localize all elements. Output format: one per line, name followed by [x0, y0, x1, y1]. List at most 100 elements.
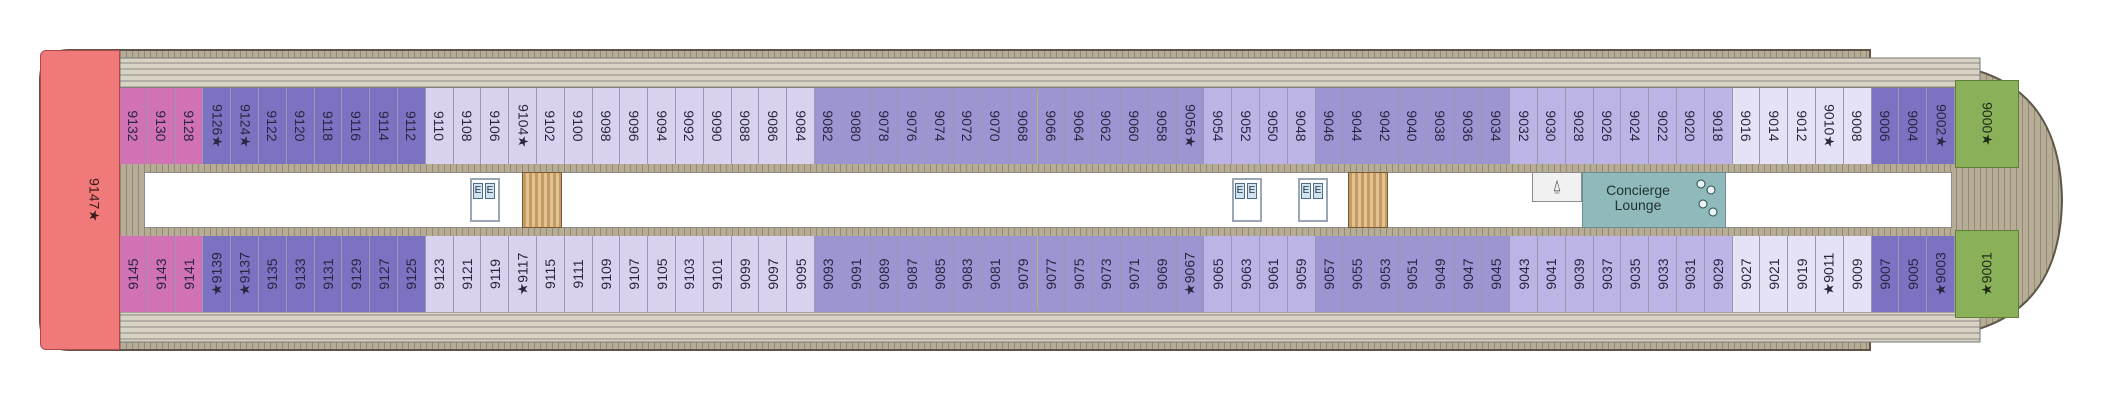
cabin[interactable]: 9068 [1009, 88, 1038, 164]
cabin[interactable]: 9083 [954, 236, 982, 312]
cabin[interactable]: 9010★ [1815, 88, 1844, 164]
cabin[interactable]: 9123 [425, 236, 454, 312]
cabin[interactable]: 9055 [1343, 236, 1372, 312]
cabin[interactable]: 9111 [564, 236, 593, 312]
cabin[interactable]: 9090 [703, 88, 732, 164]
cabin[interactable]: 9007 [1871, 236, 1900, 312]
cabin[interactable]: 9125 [398, 236, 426, 312]
cabin[interactable]: 9145 [120, 236, 148, 312]
cabin[interactable]: ★9137 [231, 236, 259, 312]
stern-suite[interactable] [40, 50, 120, 350]
cabin[interactable]: 9124★ [231, 88, 259, 164]
cabin[interactable]: 9076 [898, 88, 927, 164]
cabin[interactable]: 9096 [620, 88, 649, 164]
cabin[interactable]: 9059 [1287, 236, 1316, 312]
cabin[interactable]: 9029 [1704, 236, 1733, 312]
cabin[interactable]: 9005 [1899, 236, 1928, 312]
cabin[interactable]: 9078 [870, 88, 899, 164]
cabin[interactable]: 9030 [1537, 88, 1566, 164]
cabin[interactable]: 9127 [370, 236, 399, 312]
cabin[interactable]: 9046 [1315, 88, 1344, 164]
cabin[interactable]: 9128 [175, 88, 204, 164]
cabin[interactable]: 9019 [1788, 236, 1816, 312]
cabin[interactable]: 9036 [1454, 88, 1483, 164]
cabin[interactable]: 9040 [1398, 88, 1427, 164]
cabin[interactable]: 9028 [1565, 88, 1594, 164]
cabin[interactable]: 9042 [1371, 88, 1399, 164]
cabin[interactable]: 9034 [1482, 88, 1511, 164]
cabin[interactable]: 9112 [398, 88, 426, 164]
cabin[interactable]: 9008 [1843, 88, 1872, 164]
cabin[interactable]: 9032 [1510, 88, 1538, 164]
cabin[interactable]: 9087 [898, 236, 927, 312]
cabin[interactable]: 9085 [926, 236, 955, 312]
cabin[interactable]: 9120 [286, 88, 315, 164]
bow-suite-lower[interactable]: ★9001 [1955, 230, 2019, 318]
cabin[interactable]: 9049 [1426, 236, 1455, 312]
cabin[interactable]: 9098 [592, 88, 621, 164]
cabin[interactable]: 9039 [1565, 236, 1594, 312]
cabin[interactable]: 9132 [120, 88, 148, 164]
cabin[interactable]: 9089 [870, 236, 899, 312]
cabin[interactable]: 9061 [1259, 236, 1288, 312]
cabin[interactable]: 9081 [981, 236, 1010, 312]
cabin[interactable]: 9129 [342, 236, 371, 312]
cabin[interactable]: 9122 [259, 88, 287, 164]
cabin[interactable]: 9108 [453, 88, 482, 164]
cabin[interactable]: 9069 [1148, 236, 1177, 312]
cabin[interactable]: 9073 [1093, 236, 1121, 312]
cabin[interactable]: 9141 [175, 236, 204, 312]
cabin[interactable]: ★9067 [1176, 236, 1205, 312]
cabin[interactable]: 9131 [314, 236, 343, 312]
cabin[interactable]: 9064 [1065, 88, 1094, 164]
cabin[interactable]: 9075 [1065, 236, 1094, 312]
cabin[interactable]: 9118 [314, 88, 343, 164]
cabin[interactable]: 9044 [1343, 88, 1372, 164]
cabin[interactable]: 9020 [1676, 88, 1705, 164]
cabin[interactable]: 9084 [787, 88, 816, 164]
cabin[interactable]: 9026 [1593, 88, 1622, 164]
cabin[interactable]: 9063 [1232, 236, 1260, 312]
cabin[interactable]: 9105 [648, 236, 677, 312]
cabin[interactable]: 9004 [1899, 88, 1928, 164]
cabin[interactable]: 9066 [1037, 88, 1066, 164]
cabin[interactable]: 9037 [1593, 236, 1622, 312]
cabin[interactable]: 9014 [1760, 88, 1789, 164]
cabin[interactable]: 9095 [787, 236, 816, 312]
cabin[interactable]: 9045 [1482, 236, 1511, 312]
cabin[interactable]: 9035 [1621, 236, 1650, 312]
cabin[interactable]: 9012 [1788, 88, 1816, 164]
cabin[interactable]: 9052 [1232, 88, 1260, 164]
cabin[interactable]: 9103 [676, 236, 704, 312]
cabin[interactable]: 9101 [703, 236, 732, 312]
cabin[interactable]: 9093 [815, 236, 843, 312]
cabin[interactable]: 9024 [1621, 88, 1650, 164]
cabin[interactable]: 9086 [759, 88, 788, 164]
concierge-lounge[interactable]: Concierge Lounge [1582, 172, 1726, 228]
cabin[interactable]: 9104★ [509, 88, 538, 164]
cabin[interactable]: 9121 [453, 236, 482, 312]
cabin[interactable]: 9047 [1454, 236, 1483, 312]
cabin[interactable]: 9070 [981, 88, 1010, 164]
cabin[interactable]: 9077 [1037, 236, 1066, 312]
cabin[interactable]: 9115 [537, 236, 565, 312]
cabin[interactable]: 9092 [676, 88, 704, 164]
cabin[interactable]: 9109 [592, 236, 621, 312]
cabin[interactable]: 9053 [1371, 236, 1399, 312]
cabin[interactable]: 9027 [1732, 236, 1761, 312]
cabin[interactable]: 9135 [259, 236, 287, 312]
cabin[interactable]: 9043 [1510, 236, 1538, 312]
cabin[interactable]: 9088 [731, 88, 760, 164]
cabin[interactable]: 9116 [342, 88, 371, 164]
cabin[interactable]: ★9117 [509, 236, 538, 312]
cabin[interactable]: 9018 [1704, 88, 1733, 164]
cabin[interactable]: 9071 [1120, 236, 1149, 312]
cabin[interactable]: 9060 [1120, 88, 1149, 164]
cabin[interactable]: 9038 [1426, 88, 1455, 164]
cabin[interactable]: ★9011 [1815, 236, 1844, 312]
cabin[interactable]: 9094 [648, 88, 677, 164]
cabin[interactable]: 9100 [564, 88, 593, 164]
cabin[interactable]: 9114 [370, 88, 399, 164]
cabin[interactable]: 9072 [954, 88, 982, 164]
cabin[interactable]: 9102 [537, 88, 565, 164]
